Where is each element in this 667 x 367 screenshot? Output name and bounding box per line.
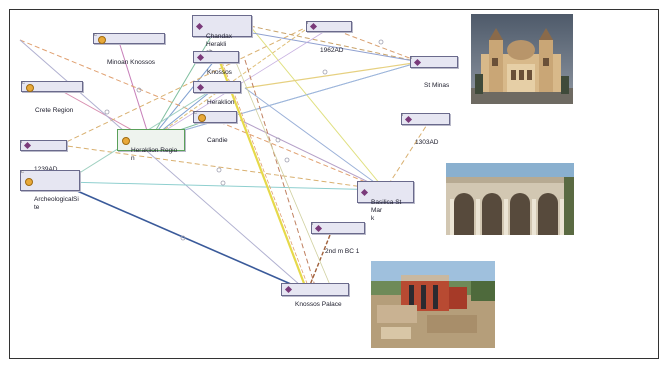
node-crete-region[interactable]: C Crete Region — [21, 80, 83, 114]
node-heraklion[interactable]: Heraklion — [193, 81, 241, 106]
class-icon — [122, 137, 130, 145]
individual-icon — [413, 58, 422, 66]
class-tag-icon: C — [22, 80, 25, 85]
edge-marker — [216, 167, 222, 173]
individual-icon — [196, 53, 205, 61]
node-label: ArcheologicalSi te — [34, 196, 79, 211]
node-label: Crete Region — [35, 107, 74, 114]
edge-marker — [180, 235, 186, 241]
edge-marker — [322, 69, 328, 75]
individual-icon — [309, 22, 318, 31]
edge — [221, 61, 309, 287]
individual-tag-icon: i — [21, 139, 22, 144]
class-tag-icon: C — [94, 32, 97, 37]
node-label: Knossos Palace — [295, 301, 342, 308]
node-st-minas[interactable]: i St Minas — [410, 55, 458, 89]
edge — [244, 61, 421, 89]
edge — [234, 59, 331, 286]
individual-tag-icon: i — [312, 221, 313, 226]
node-1303ad[interactable]: i 1303AD — [401, 112, 450, 146]
node-label: St Minas — [424, 82, 450, 89]
church-photo — [471, 14, 573, 104]
node-minoan-knossos[interactable]: C Minoan Knossos — [93, 32, 165, 66]
individual-tag-icon: i — [307, 20, 308, 25]
node-knossos-palace[interactable]: Knossos Palace — [281, 283, 349, 308]
edge — [244, 87, 386, 191]
edge-marker — [104, 109, 110, 115]
class-tag-icon: C — [21, 169, 24, 174]
node-label: 2nd m BC 1 — [325, 248, 360, 255]
edge-marker — [378, 39, 384, 45]
edge — [19, 39, 386, 191]
individual-icon — [404, 115, 413, 123]
node-knossos[interactable]: Knossos — [193, 51, 239, 76]
edge — [239, 119, 386, 191]
edge — [234, 29, 421, 63]
edge — [74, 189, 301, 289]
edge — [149, 59, 216, 141]
knossos-palace-photo — [371, 261, 495, 348]
node-basilica-st-mark[interactable]: Basilica St Mar k — [357, 181, 414, 222]
edge — [59, 144, 386, 191]
class-icon — [25, 177, 33, 186]
class-icon — [26, 83, 34, 92]
edge-marker — [136, 87, 142, 93]
node-archeological-site[interactable]: C ArcheologicalSi te — [20, 169, 80, 211]
basilica-photo — [446, 163, 574, 235]
individual-tag-icon: i — [402, 112, 403, 117]
node-label: Knossos — [207, 69, 232, 76]
node-1962ad[interactable]: i 1962AD — [306, 20, 352, 54]
individual-tag-icon: i — [411, 55, 412, 60]
node-chandax-herakleion[interactable]: Chandax Herakli sh — [192, 15, 252, 56]
edge-marker — [220, 180, 226, 186]
edge — [309, 234, 331, 286]
edge — [249, 25, 386, 191]
edge-marker — [284, 157, 290, 163]
individual-icon — [314, 224, 323, 232]
individual-icon — [360, 188, 369, 196]
edge — [149, 61, 421, 141]
class-tag-icon: C — [194, 110, 197, 115]
node-label: 1239AD — [34, 166, 58, 173]
edge — [249, 25, 421, 63]
edge — [384, 119, 431, 191]
class-icon — [98, 35, 106, 44]
node-label: Candie — [207, 137, 228, 144]
node-1239ad[interactable]: i 1239AD — [20, 139, 67, 173]
node-label: Heraklion Regio n — [131, 147, 178, 162]
class-icon — [198, 114, 206, 122]
edge — [59, 27, 306, 146]
node-label: 1303AD — [415, 139, 439, 146]
edge — [244, 59, 316, 287]
edge — [119, 44, 151, 141]
edge-marker — [275, 137, 281, 143]
node-label: Minoan Knossos — [107, 59, 156, 66]
node-label: 1962AD — [320, 47, 344, 54]
edge — [218, 61, 307, 287]
edge — [64, 181, 386, 191]
node-label: Heraklion — [207, 99, 235, 106]
node-heraklion-region[interactable]: Heraklion Regio n — [117, 129, 185, 162]
edge — [19, 39, 301, 286]
individual-icon — [23, 141, 32, 150]
edge — [329, 27, 421, 63]
node-label: Basilica St Mar k — [371, 199, 402, 222]
individual-icon — [196, 83, 205, 91]
individual-icon — [284, 285, 293, 294]
node-candie[interactable]: C Candie — [193, 110, 237, 144]
individual-icon — [195, 22, 204, 30]
edge — [149, 29, 306, 141]
node-2nd-m-bc[interactable]: i 2nd m BC 1 — [311, 221, 365, 255]
